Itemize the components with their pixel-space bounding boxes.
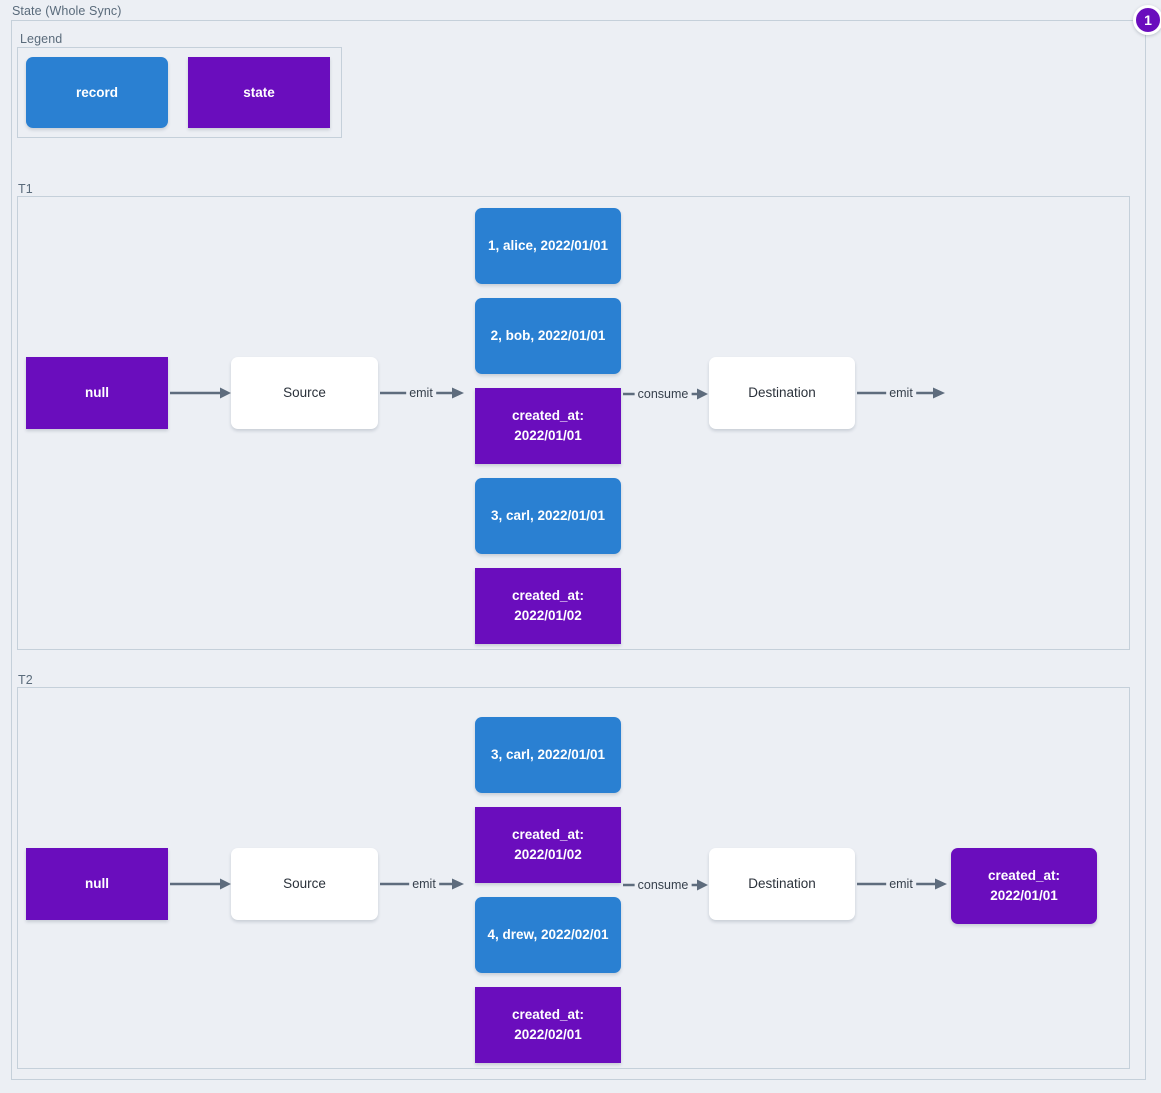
legend-item-record: record (26, 57, 168, 128)
t2-source-label: Source (283, 876, 326, 892)
t1-stream-item-4: created_at: 2022/01/02 (475, 568, 621, 644)
t1-stream-item-2: created_at: 2022/01/01 (475, 388, 621, 464)
t1-edge-label-emit-destination: emit (886, 386, 916, 400)
t1-stream-item-3-label: 3, carl, 2022/01/01 (490, 508, 606, 524)
t1-destination-label: Destination (748, 385, 816, 401)
t2-state-output-label: created_at: 2022/01/01 (987, 868, 1061, 903)
t1-destination-node: Destination (709, 357, 855, 429)
t2-stream-item-3-label: created_at: 2022/02/01 (511, 1007, 585, 1042)
t1-stream-item-4-label: created_at: 2022/01/02 (511, 588, 585, 623)
t2-label: T2 (18, 673, 33, 687)
t1-stream-item-1: 2, bob, 2022/01/01 (475, 298, 621, 374)
t2-stream-item-1: created_at: 2022/01/02 (475, 807, 621, 883)
t2-stream-item-1-label: created_at: 2022/01/02 (511, 827, 585, 862)
t2-state-output: created_at: 2022/01/01 (951, 848, 1097, 924)
t1-stream-item-0: 1, alice, 2022/01/01 (475, 208, 621, 284)
t2-edge-label-emit-source: emit (409, 877, 439, 891)
t1-edge-label-consume: consume (634, 387, 692, 401)
t2-state-input: null (26, 848, 168, 920)
t1-edge-state-to-source (168, 385, 234, 401)
t2-edge-label-consume: consume (634, 878, 692, 892)
t2-stream-item-0: 3, carl, 2022/01/01 (475, 717, 621, 793)
legend-label: Legend (20, 32, 63, 46)
t2-stream-item-2: 4, drew, 2022/02/01 (475, 897, 621, 973)
t1-state-input-label: null (85, 385, 109, 401)
t1-stream-item-3: 3, carl, 2022/01/01 (475, 478, 621, 554)
t2-state-input-label: null (85, 876, 109, 892)
t2-edge-state-to-source (168, 876, 234, 892)
legend-item-record-label: record (75, 84, 119, 100)
legend-item-state-label: state (243, 84, 275, 100)
t1-stream-item-1-label: 2, bob, 2022/01/01 (490, 328, 606, 344)
step-number-badge[interactable]: 1 (1133, 5, 1161, 35)
t2-source-node: Source (231, 848, 378, 920)
legend-item-state: state (188, 57, 330, 128)
t2-stream-item-3: created_at: 2022/02/01 (475, 987, 621, 1063)
diagram-title: State (Whole Sync) (12, 4, 122, 18)
t1-edge-label-emit-source: emit (406, 386, 436, 400)
t1-stream-item-0-label: 1, alice, 2022/01/01 (487, 238, 609, 254)
t1-state-input: null (26, 357, 168, 429)
t2-destination-node: Destination (709, 848, 855, 920)
t1-source-label: Source (283, 385, 326, 401)
t2-stream-item-0-label: 3, carl, 2022/01/01 (490, 747, 606, 763)
t1-source-node: Source (231, 357, 378, 429)
t1-stream-item-2-label: created_at: 2022/01/01 (511, 408, 585, 443)
t2-stream-item-2-label: 4, drew, 2022/02/01 (487, 927, 609, 943)
t1-label: T1 (18, 182, 33, 196)
t2-edge-label-emit-destination: emit (886, 877, 916, 891)
t2-destination-label: Destination (748, 876, 816, 892)
